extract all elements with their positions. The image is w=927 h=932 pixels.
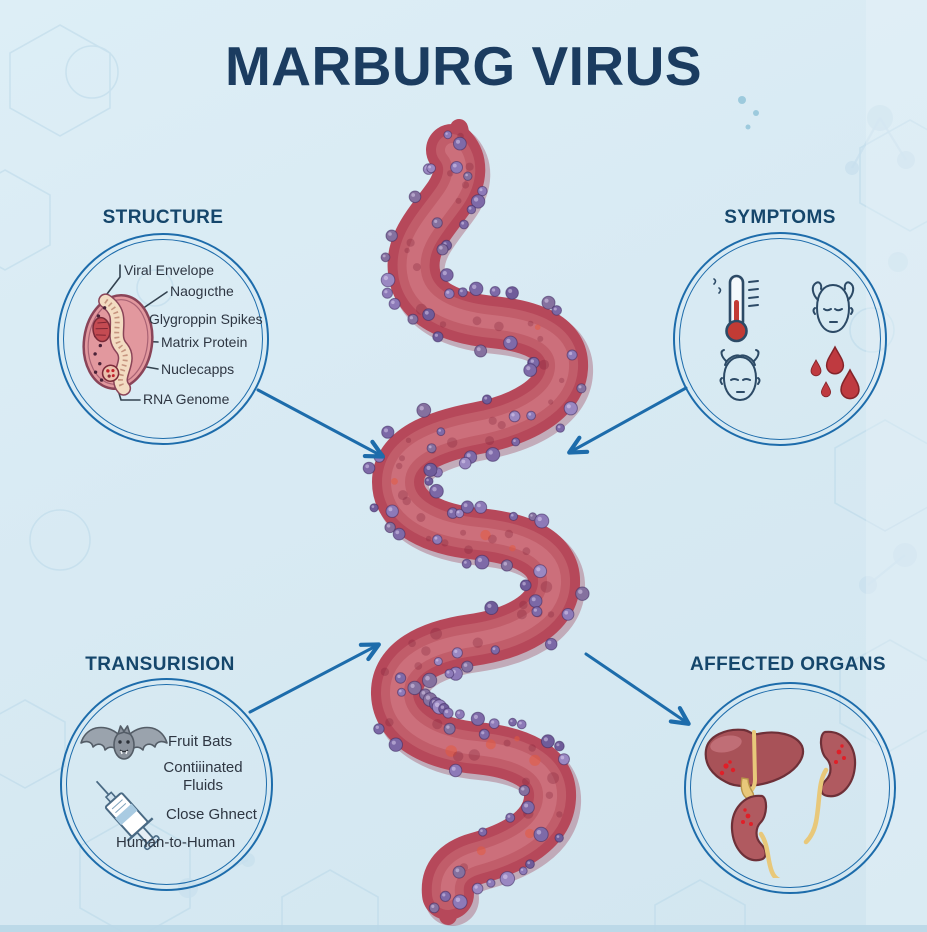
structure-label-glycoprotein-spikes: Glygroppin Spikes <box>149 311 263 327</box>
headache-face-icon <box>811 281 855 334</box>
transmission-label-fruit-bats: Fruit Bats <box>168 733 233 750</box>
transmission-label-human-to-human: Human-to-Human <box>116 834 236 851</box>
arrow-transmission-to-virus <box>248 642 381 714</box>
page-title: MARBURG VIRUS <box>224 35 703 97</box>
virion-cross-section-diagram <box>82 293 154 396</box>
syringe-icon <box>95 780 160 851</box>
transmission-label-close-contact: Close Ghnect <box>166 806 257 823</box>
arrow-virus-to-affected-organs <box>584 652 691 726</box>
arrow-structure-to-virus <box>256 388 385 459</box>
structure-label-matrix-protein: Matrix Protein <box>161 334 248 350</box>
blood-drops-icon <box>810 346 860 400</box>
structure-heading: STRUCTURE <box>102 207 224 228</box>
structure-label-rna-genome: RNA Genome <box>143 391 230 407</box>
affected-organs-circle <box>684 682 896 894</box>
arrow-symptoms-to-virus <box>567 386 688 455</box>
kidney-icon <box>730 794 781 878</box>
fatigue-face-icon <box>719 349 761 402</box>
hemorrhage-dots <box>719 760 736 776</box>
fever-thermometer-icon <box>713 274 759 343</box>
liver-icon <box>704 728 805 801</box>
organelle-dotted <box>101 364 120 383</box>
transmission-circle <box>60 678 273 891</box>
virus-surface-texture <box>380 132 565 900</box>
organelle-striped <box>92 316 111 343</box>
affected-organs-heading: AFFECTED ORGANS <box>690 654 886 675</box>
structure-label-nucleocapsid: Naogıcthe <box>170 283 234 299</box>
structure-label-nucleocapsid2: Nuclecapps <box>161 361 235 377</box>
fruit-bat-icon <box>80 725 168 760</box>
transmission-heading: TRANSURISION <box>85 654 235 675</box>
affected-organs-illustration <box>704 728 857 878</box>
kidney-icon <box>803 730 857 845</box>
symptoms-heading: SYMPTOMS <box>724 207 836 228</box>
transmission-label-contaminated-fluids: Contiiinated Fluids <box>163 759 243 794</box>
structure-circle <box>57 233 269 445</box>
hemorrhage-dots <box>834 744 846 764</box>
hemorrhage-dots <box>741 808 753 826</box>
virus-glycoprotein-spikes <box>362 130 590 914</box>
symptoms-circle <box>673 232 887 446</box>
structure-label-viral-envelope: Viral Envelope <box>124 262 215 278</box>
